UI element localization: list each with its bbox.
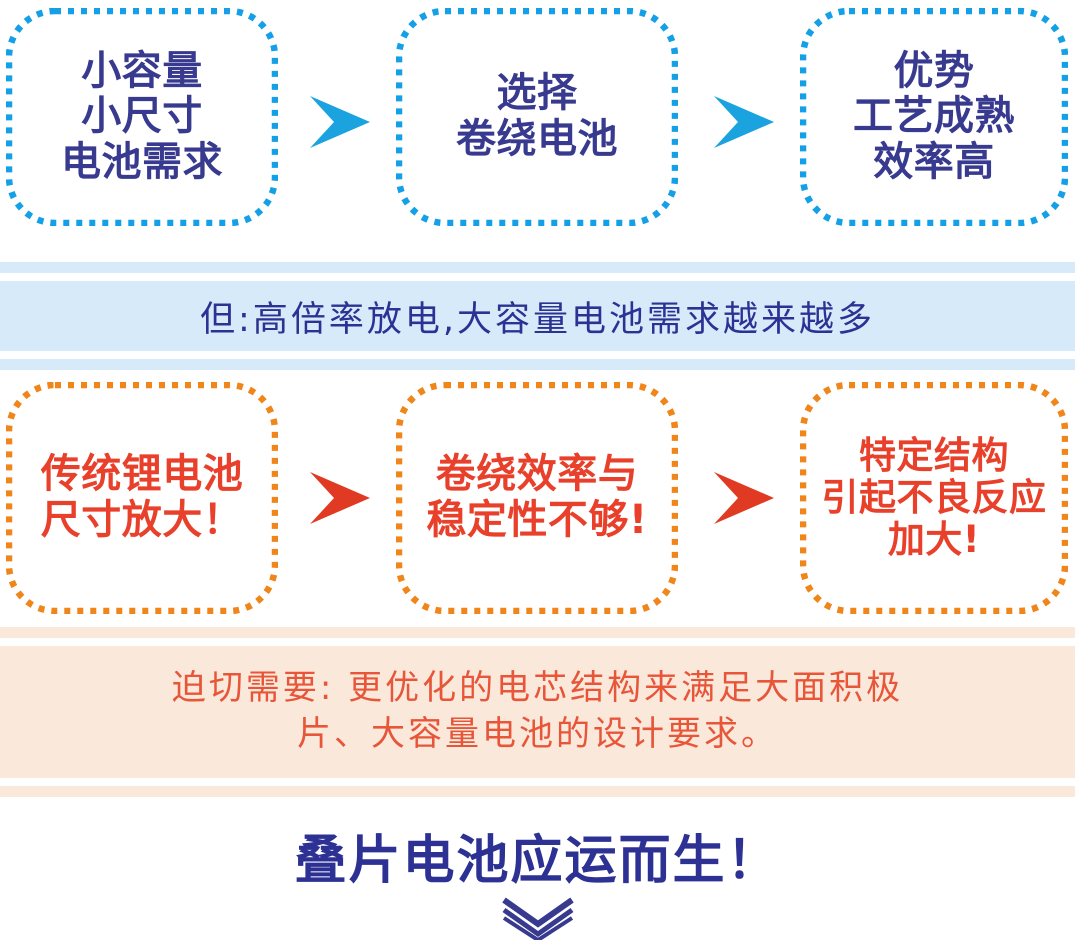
orange-banner: 迫切需要: 更优化的电芯结构来满足大面积极 片、大容量电池的设计要求。 (0, 646, 1075, 778)
concept-box-advantage: 优势 工艺成熟 效率高 (800, 8, 1068, 226)
box-line: 特定结构 (859, 433, 1009, 477)
chevron-double-down-icon (501, 897, 574, 940)
box-line: 传统锂电池 (40, 451, 244, 498)
box-line: 引起不良反应 (821, 475, 1047, 519)
box-line: 小容量 (81, 47, 203, 94)
chevron-right-icon (714, 96, 774, 148)
arrow-4-chevron-right-icon (700, 458, 780, 538)
orange-banner-line: 迫切需要: 更优化的电芯结构来满足大面积极 (171, 668, 904, 709)
orange-banner-line: 片、大容量电池的设计要求。 (297, 714, 778, 754)
conclusion-text: 叠片电池应运而生！ (294, 831, 781, 891)
orange-accent-stripe-bottom (0, 786, 1075, 797)
box-line: 尺寸放大！ (40, 497, 244, 543)
arrow-1-chevron-right-icon (296, 82, 376, 162)
conclusion-title: 叠片电池应运而生！ (0, 818, 1075, 893)
orange-accent-stripe-top (0, 627, 1075, 638)
blue-banner: 但:高倍率放电,大容量电池需求越来越多 (0, 281, 1075, 351)
chevron-right-icon (310, 96, 370, 148)
concept-box-text: 选择 卷绕电池 (456, 71, 618, 162)
problem-box-winding: 卷绕效率与 稳定性不够! (396, 382, 678, 614)
arrow-3-chevron-right-icon (296, 458, 376, 538)
chevron-right-icon (310, 472, 370, 524)
blue-banner-text: 但:高倍率放电,大容量电池需求越来越多 (200, 299, 875, 340)
box-line: 小尺寸 (81, 93, 203, 140)
concept-box-demand: 小容量 小尺寸 电池需求 (6, 8, 278, 226)
box-line: 卷绕效率与 (435, 451, 639, 498)
blue-accent-stripe-top (0, 262, 1075, 273)
concept-box-choice: 选择 卷绕电池 (396, 8, 678, 226)
box-line: 电池需求 (61, 138, 223, 185)
problem-box-structure: 特定结构 引起不良反应 加大! (800, 382, 1068, 614)
concept-box-text: 优势 工艺成熟 效率高 (853, 47, 1015, 186)
box-line: 卷绕电池 (456, 116, 618, 162)
problem-box-text: 特定结构 引起不良反应 加大! (821, 433, 1047, 562)
concept-box-text: 小容量 小尺寸 电池需求 (61, 47, 223, 186)
arrow-2-chevron-right-icon (700, 82, 780, 162)
box-line: 选择 (496, 70, 578, 117)
problem-box-text: 传统锂电池 尺寸放大！ (41, 452, 244, 543)
blue-accent-stripe-bottom (0, 359, 1075, 370)
box-line: 加大! (887, 518, 981, 562)
problem-box-text: 卷绕效率与 稳定性不够! (426, 452, 647, 543)
box-line: 稳定性不够! (426, 497, 648, 543)
problem-box-traditional: 传统锂电池 尺寸放大！ (6, 382, 278, 614)
box-line: 工艺成熟 (853, 93, 1015, 140)
box-line: 效率高 (873, 138, 995, 185)
box-line: 优势 (893, 47, 975, 94)
chevron-double-down-container (0, 896, 1075, 940)
chevron-right-icon (714, 472, 774, 524)
